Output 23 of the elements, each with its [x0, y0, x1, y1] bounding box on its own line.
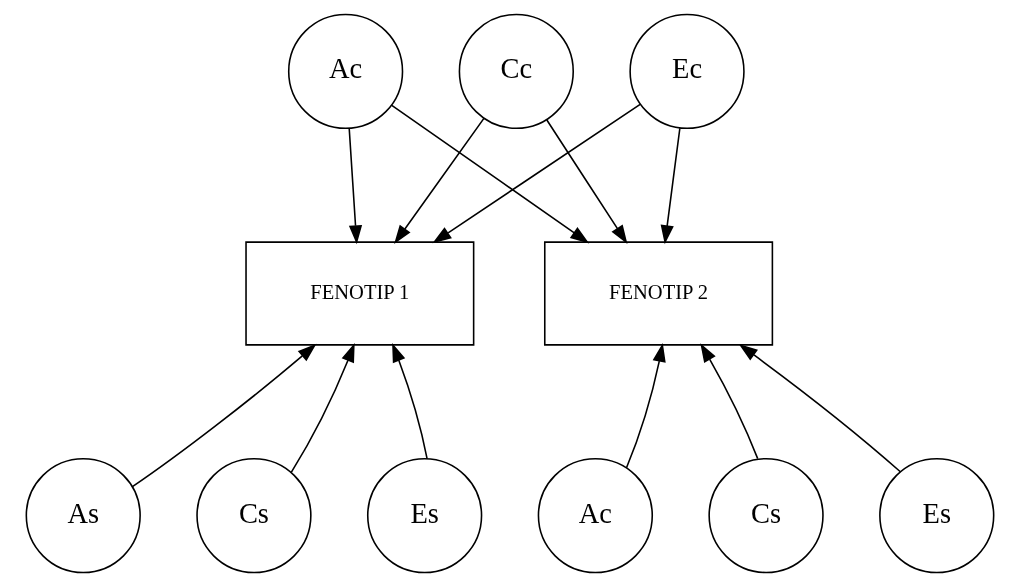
arrow	[393, 117, 485, 244]
arrow	[390, 104, 589, 244]
arrow	[699, 343, 758, 460]
node-circle: Ac	[537, 457, 653, 574]
arrow	[660, 127, 681, 245]
node-circle: Ec	[628, 13, 745, 130]
node-box: FENOTIP 2	[543, 241, 773, 346]
node-circle: As	[25, 457, 141, 574]
node-circle: Cs	[707, 457, 824, 574]
node-circle: Es	[878, 457, 994, 574]
arrow	[431, 103, 641, 244]
node-circle: Es	[366, 457, 482, 574]
arrow	[290, 343, 355, 473]
arrow	[625, 342, 666, 469]
arrow	[738, 343, 901, 473]
arrow	[347, 127, 362, 245]
arrow	[545, 119, 627, 244]
node-circle: Cc	[458, 13, 574, 130]
node-circle: Ac	[287, 13, 403, 130]
arrow	[391, 343, 428, 460]
node-box: FENOTIP 1	[244, 241, 474, 346]
node-circle: Cs	[195, 457, 312, 574]
arrow	[131, 343, 316, 488]
